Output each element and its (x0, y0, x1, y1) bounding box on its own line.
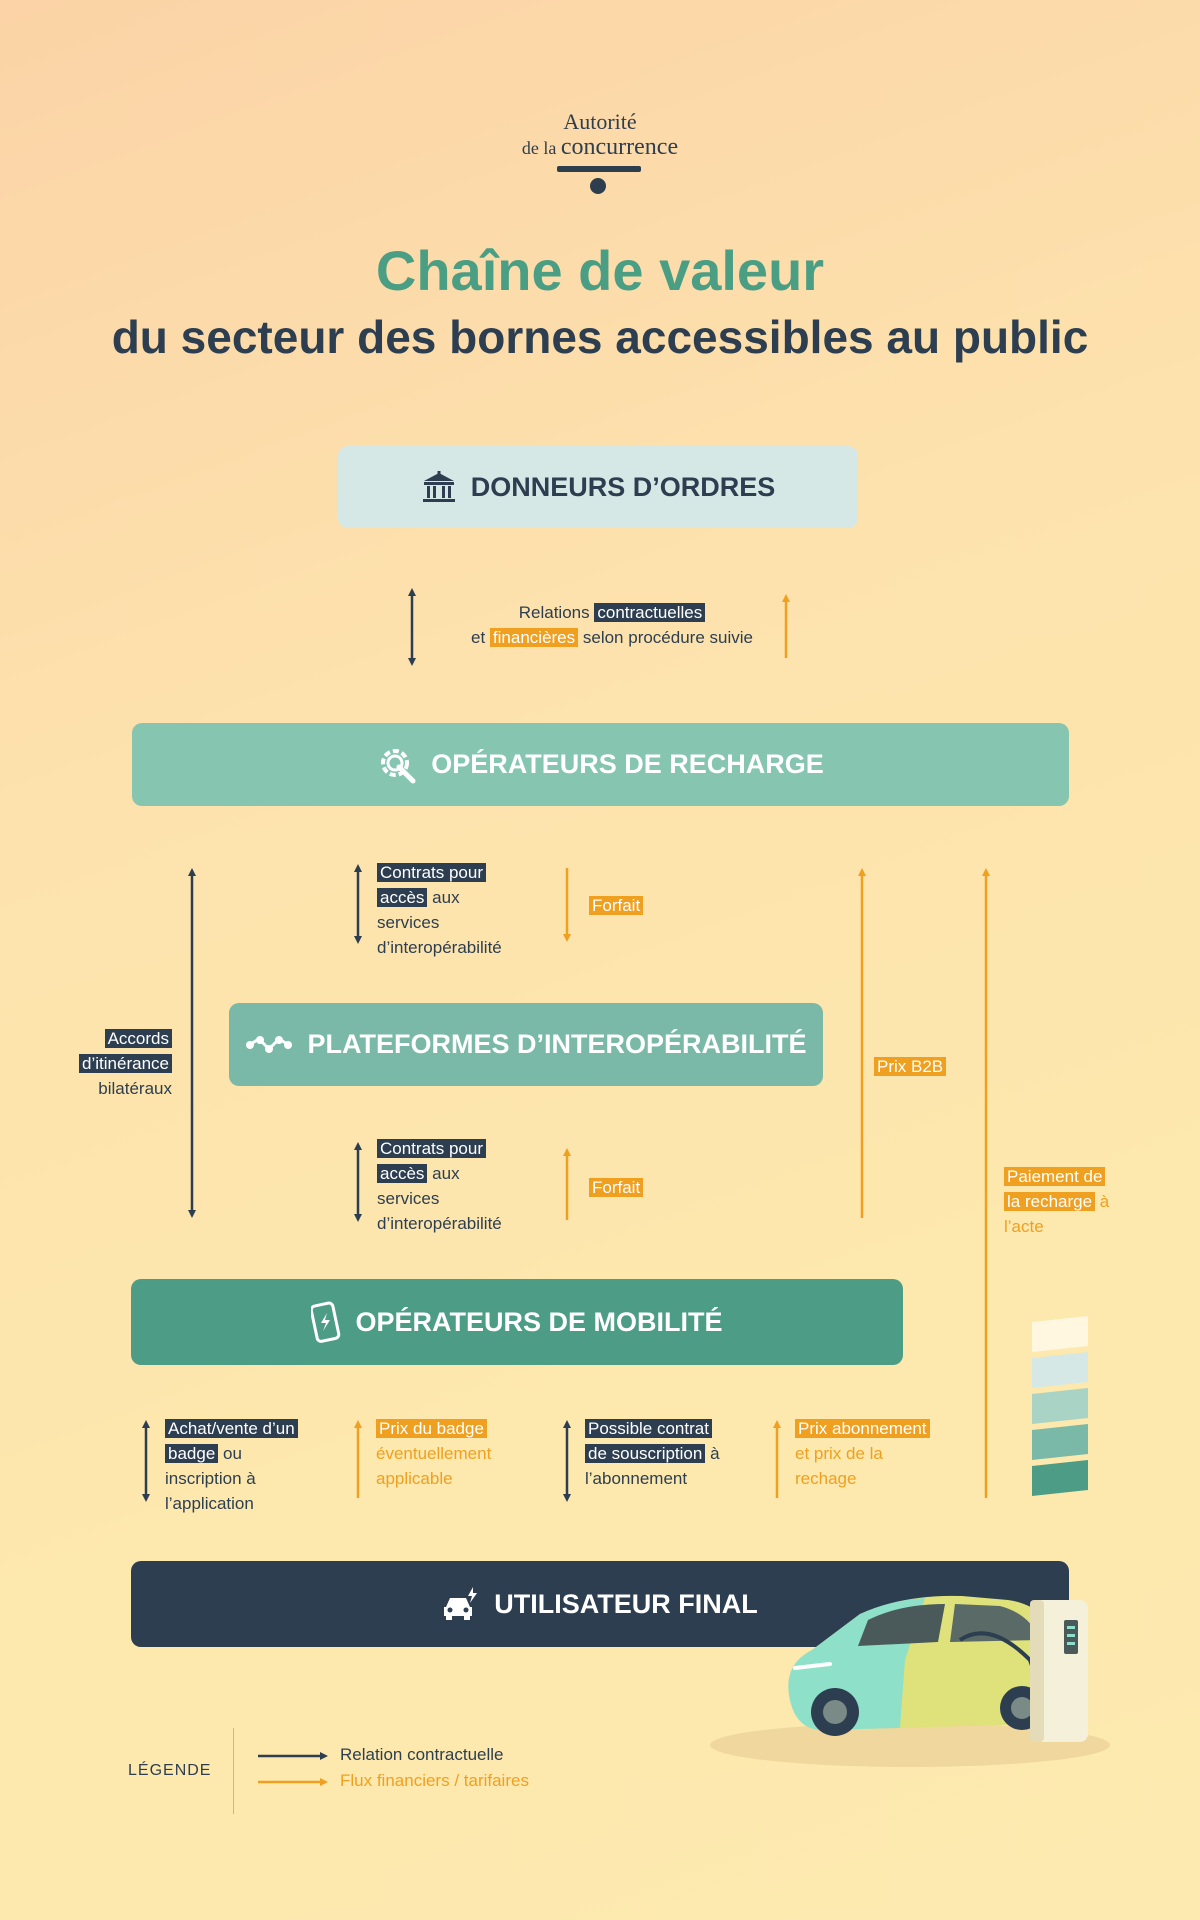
page-title: Chaîne de valeur (375, 239, 825, 302)
logo-line1: Autorité (563, 109, 637, 134)
box-plateformes-interoperabilite: PLATEFORMES D’INTEROPÉRABILITÉ (229, 1003, 823, 1086)
box-operateurs-mobilite: OPÉRATEURS DE MOBILITÉ (131, 1279, 903, 1365)
label-forfait-2: Forfait (589, 1175, 644, 1200)
box-operateurs-recharge: OPÉRATEURS DE RECHARGE (132, 723, 1069, 806)
box-label: OPÉRATEURS DE MOBILITÉ (355, 1306, 723, 1337)
legend-separator (233, 1728, 234, 1814)
label-achat: Achat/vente d’un badge ou inscription à … (165, 1416, 335, 1516)
gear-wrench-icon (381, 748, 416, 783)
label-relations: Relations contractuelles et financières … (471, 603, 753, 647)
label-prix-abonnement: Prix abonnement et prix de la rechage (795, 1416, 975, 1491)
label-accords: Accords d’itinérance bilatéraux (60, 1026, 172, 1101)
logo: Autorité de la concurrence (500, 110, 700, 161)
box-label: UTILISATEUR FINAL (494, 1588, 758, 1619)
building-icon (422, 471, 455, 502)
label-contrats-1: Contrats pour accès aux services d’inter… (377, 863, 502, 957)
label-souscription: Possible contrat de souscription à l’abo… (585, 1419, 720, 1488)
label-prix-b2b: Prix B2B (874, 1054, 947, 1079)
car-illustration (710, 1595, 1110, 1767)
box-label: PLATEFORMES D’INTEROPÉRABILITÉ (307, 1029, 807, 1059)
legend-title: LÉGENDE (128, 1762, 212, 1779)
label-forfait-1: Forfait (589, 893, 644, 918)
label-paiement: Paiement de la recharge à l’acte (1004, 1167, 1110, 1236)
legend-contractual: Relation contractuelle (340, 1745, 504, 1764)
car-charge-icon (444, 1587, 478, 1620)
legend-financial: Flux financiers / tarifaires (340, 1771, 529, 1790)
box-donneurs-ordres: DONNEURS D’ORDRES (338, 446, 858, 528)
logo-line2: de la concurrence (521, 134, 679, 160)
label-contrats-2: Contrats pour accès aux services d’inter… (377, 1139, 502, 1233)
page-subtitle: du secteur des bornes accessibles au pub… (111, 311, 1089, 363)
box-label: OPÉRATEURS DE RECHARGE (431, 749, 824, 779)
box-label: DONNEURS D’ORDRES (470, 471, 776, 502)
charge-level-icon (1032, 1316, 1088, 1496)
network-icon (246, 1035, 293, 1053)
logo-bar (557, 166, 641, 172)
logo-dot (590, 178, 606, 194)
label-prix-badge: Prix du badge éventuellement applicable (376, 1419, 492, 1488)
phone-charge-icon (311, 1301, 341, 1343)
